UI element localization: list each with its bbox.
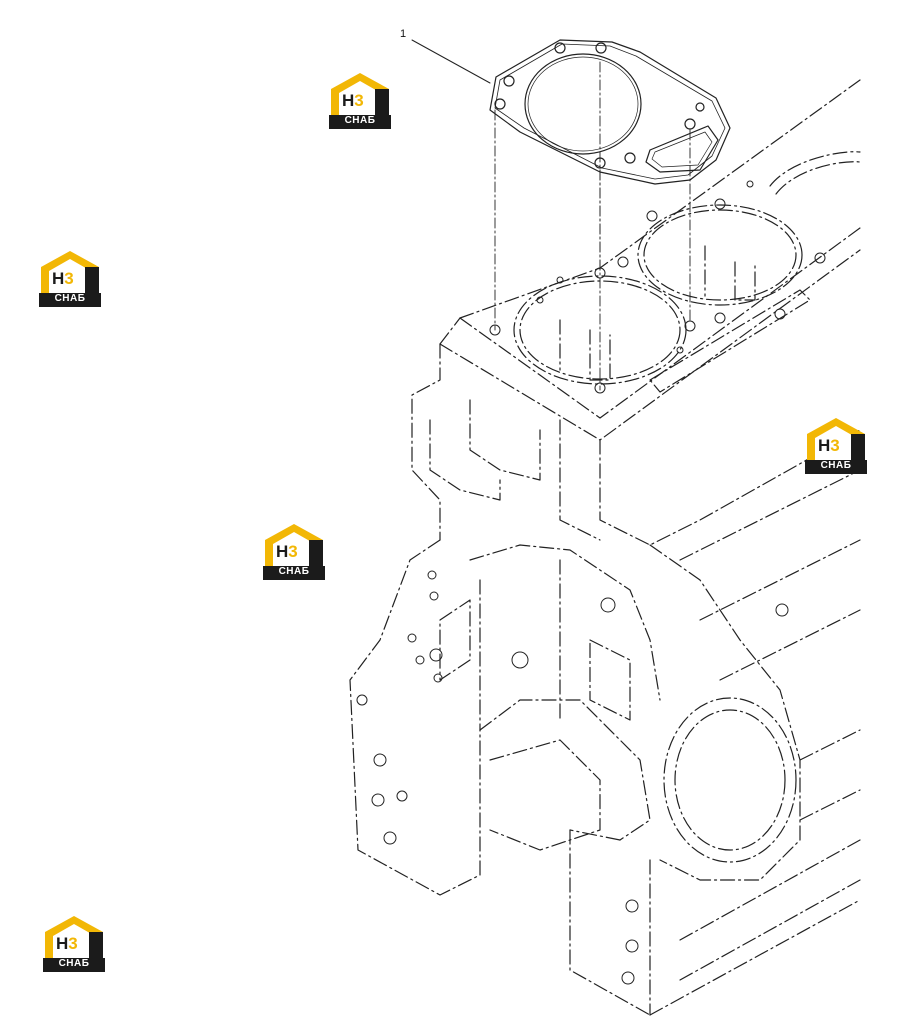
watermark-caption: СНАБ bbox=[58, 958, 90, 969]
watermark-logo: H3 СНАБ bbox=[39, 249, 101, 307]
watermark-letters: H3 bbox=[818, 436, 840, 455]
alignment-lines bbox=[494, 61, 691, 391]
watermark-logo: H3 СНАБ bbox=[805, 416, 867, 474]
watermark-logo: H3 СНАБ bbox=[329, 71, 391, 129]
watermark-caption: СНАБ bbox=[54, 293, 86, 304]
callout-leader-line bbox=[411, 39, 491, 84]
watermark-logo: H3 СНАБ bbox=[43, 914, 105, 972]
watermark-caption: СНАБ bbox=[278, 566, 310, 577]
watermark-letters: H3 bbox=[52, 269, 74, 288]
watermark-logo: H3 СНАБ bbox=[263, 522, 325, 580]
callout-number: 1 bbox=[400, 28, 407, 40]
front-plate-holes bbox=[356, 570, 789, 985]
watermark-caption: СНАБ bbox=[344, 115, 376, 126]
engine-block bbox=[349, 79, 861, 1016]
watermark-letters: H3 bbox=[276, 542, 298, 561]
watermark-letters: H3 bbox=[342, 91, 364, 110]
deck-holes bbox=[489, 180, 826, 394]
head-gasket bbox=[489, 39, 731, 185]
watermark-caption: СНАБ bbox=[820, 460, 852, 471]
watermark-letters: H3 bbox=[56, 934, 78, 953]
